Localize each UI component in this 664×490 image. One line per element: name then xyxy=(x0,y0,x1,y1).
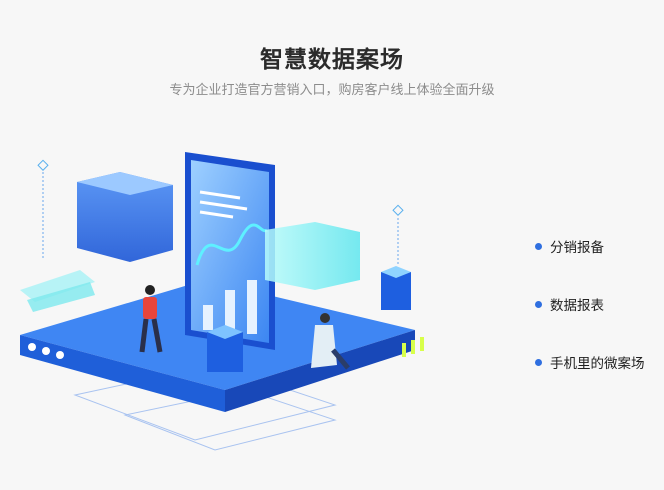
person-woman xyxy=(139,285,163,353)
feature-item: 分销报备 xyxy=(535,236,645,256)
feature-item: 数据报表 xyxy=(535,294,645,314)
floating-box-left xyxy=(77,172,173,262)
floating-card-cyan xyxy=(265,222,360,290)
person-man xyxy=(311,313,350,370)
bullet-dot-icon xyxy=(535,242,542,250)
page-subtitle: 专为企业打造官方营销入口，购房客户线上体验全面升级 xyxy=(169,83,495,98)
page-title: 智慧数据案场 xyxy=(260,47,404,73)
bullet-dot-icon xyxy=(535,358,542,366)
right-cube xyxy=(381,272,411,310)
feature-label: 数据报表 xyxy=(550,298,604,314)
feature-item: 手机里的微案场 xyxy=(535,352,645,372)
feature-list: 分销报备 数据报表 手机里的微案场 xyxy=(535,236,645,410)
bullet-dot-icon xyxy=(535,300,542,308)
feature-label: 分销报备 xyxy=(550,240,604,256)
floating-card-left xyxy=(20,270,95,302)
phone-screen xyxy=(185,152,275,350)
smart-sales-illustration xyxy=(20,152,424,451)
feature-label: 手机里的微案场 xyxy=(550,356,645,372)
